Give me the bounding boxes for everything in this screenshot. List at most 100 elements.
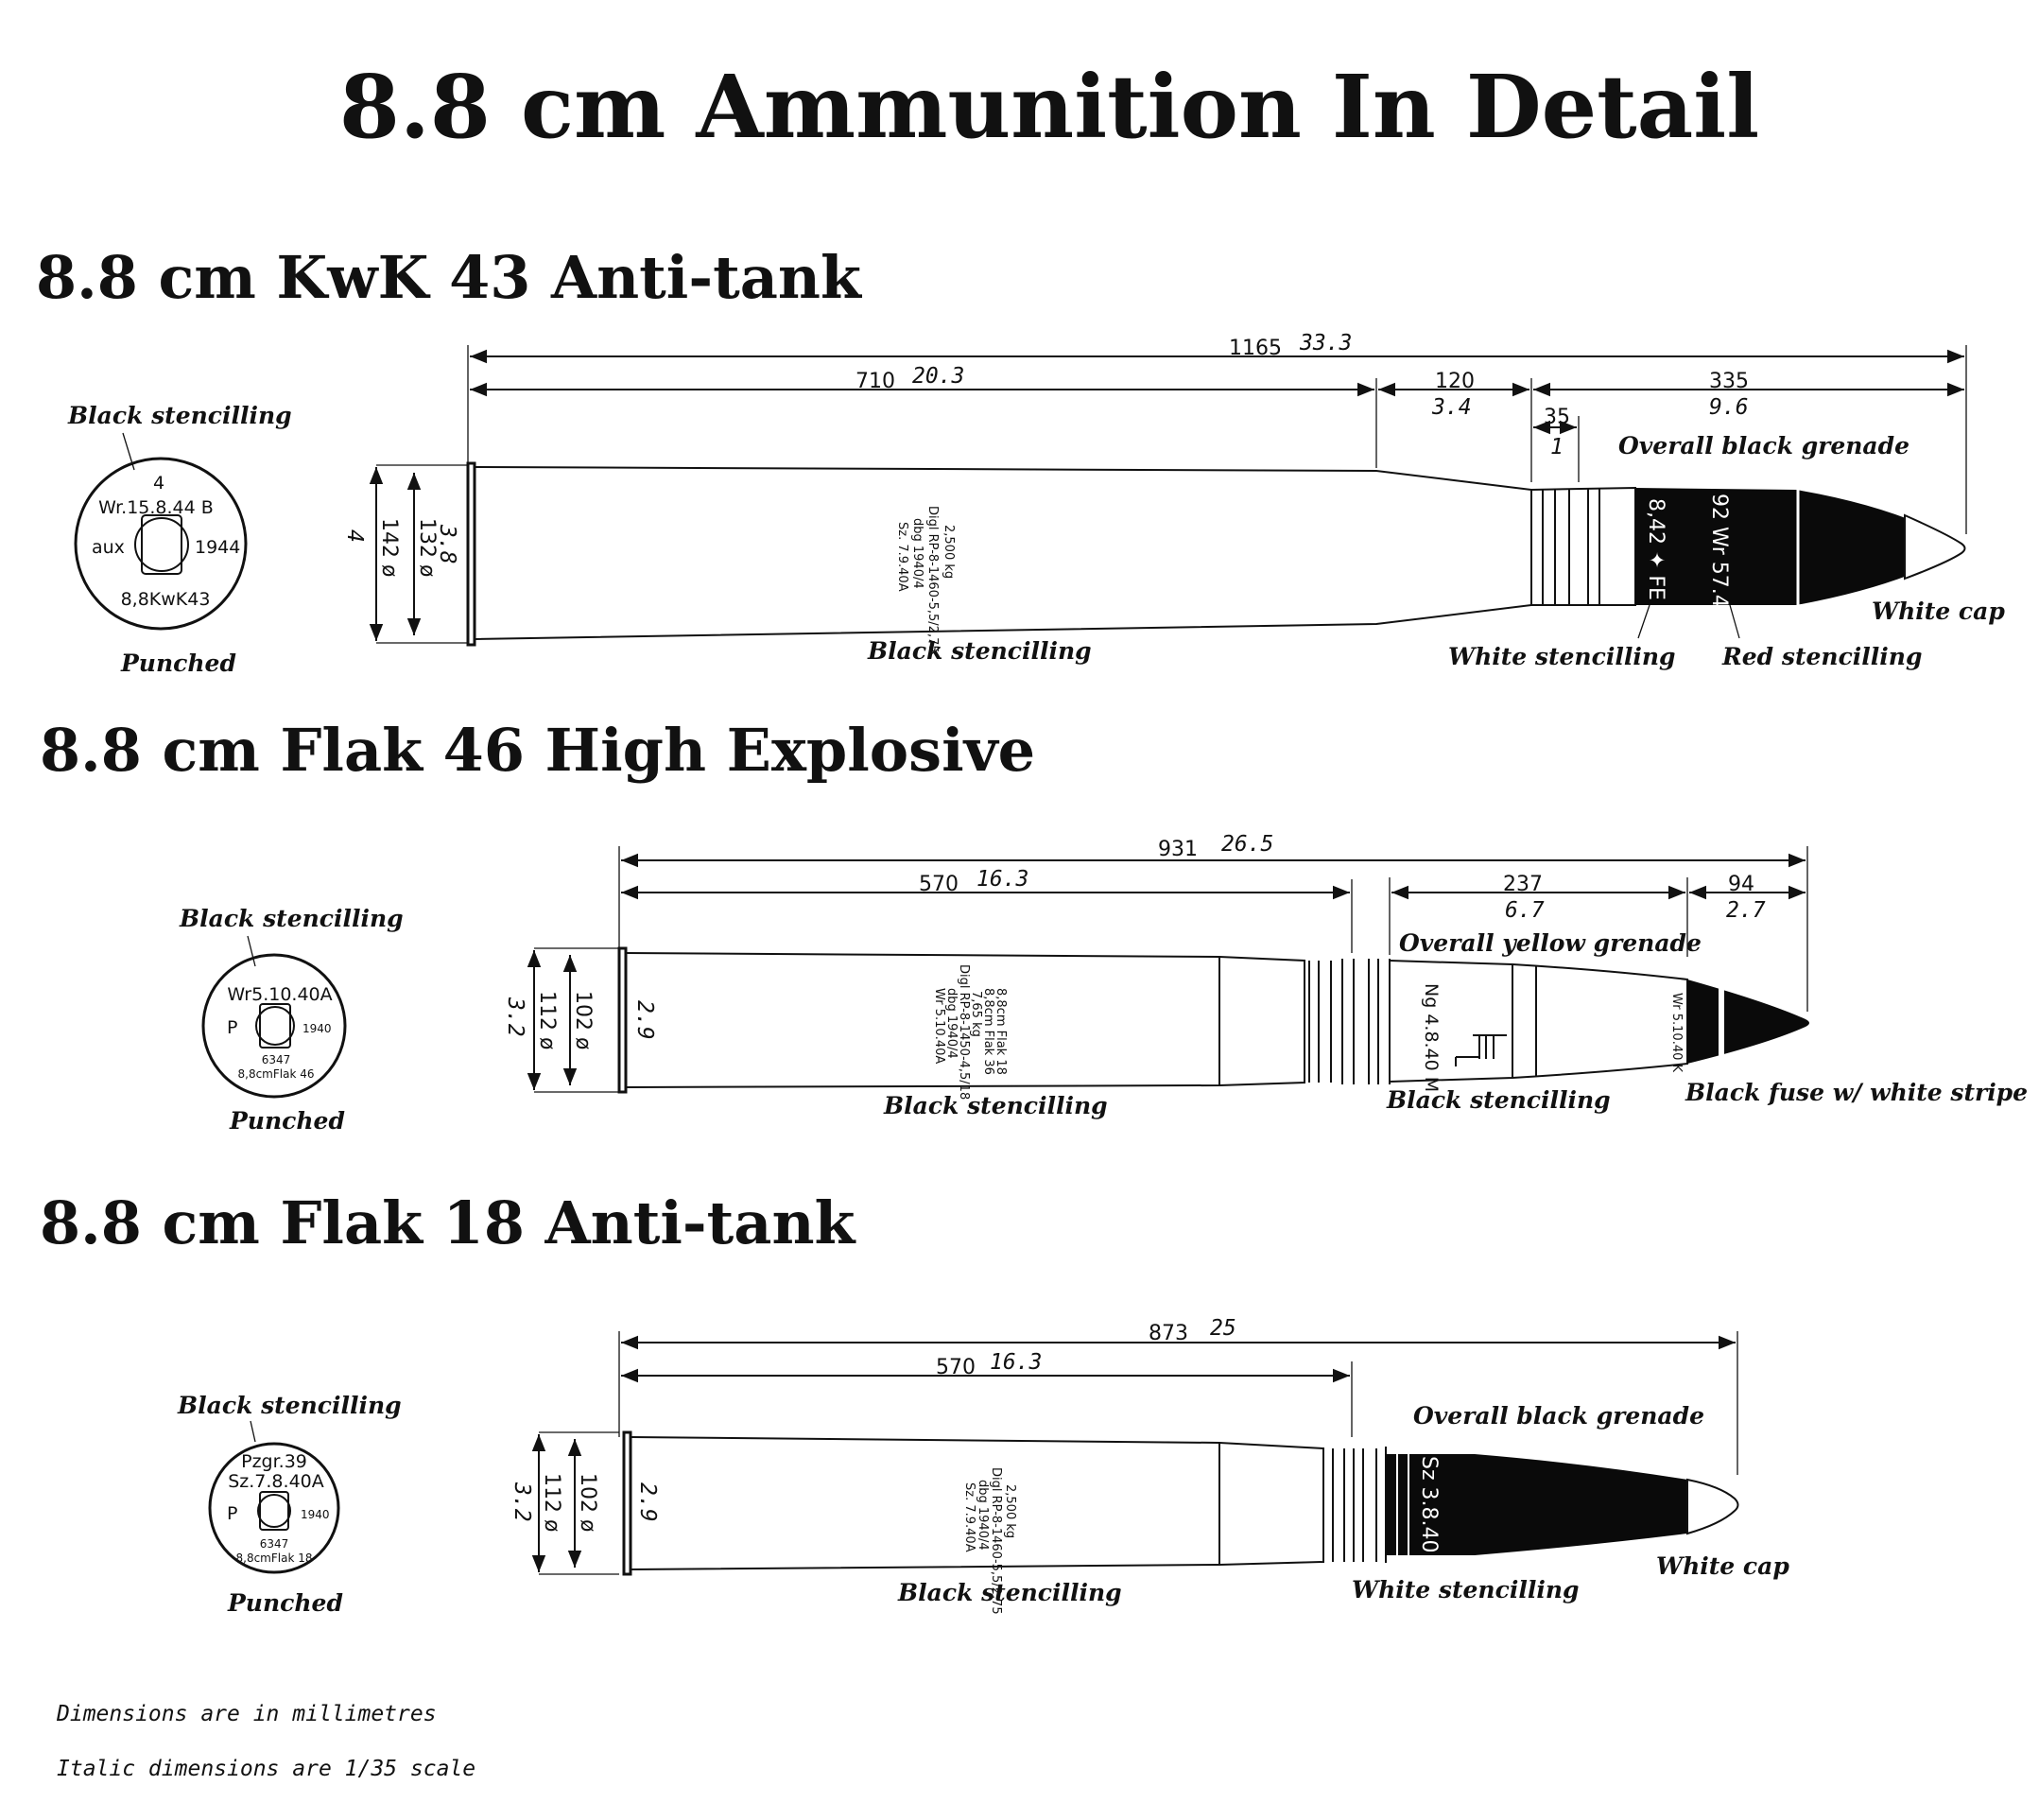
label-case-stencil: Black stencilling: [883, 1092, 1108, 1119]
dim-case-scale: 16.3: [976, 867, 1028, 892]
case-stencil: Digl RP-8-1460-5,5/2,75: [925, 506, 940, 653]
proj-stencil-white: Sz 3.8.40 FE: [1417, 1456, 1441, 1585]
label-head: Overall black grenade: [1413, 1402, 1704, 1430]
fuse-stencil: Wr 5.10.40 K: [1669, 993, 1684, 1072]
base-view: Black stencilling 4 Wr.15.8.44 B aux 194…: [67, 402, 292, 677]
label-cap: White cap: [1872, 598, 2005, 625]
base-marking: Wr.15.8.44 B: [98, 497, 214, 518]
dim-rim-scale: 3.2: [510, 1482, 534, 1522]
base-marking: Pzgr.39: [241, 1451, 307, 1472]
section-heading: 8.8 cm Flak 46 High Explosive: [40, 716, 1035, 785]
case-stencil: Wr 5.10.40A: [932, 988, 946, 1064]
proj-stencil-white: 8,42 ✦ FE: [1644, 498, 1667, 600]
base-stencil-label: Black stencilling: [67, 402, 292, 429]
shell-flak18: 8.8 cm Flak 18 Anti-tank Black stencilli…: [40, 1188, 1789, 1617]
dim-case-scale: 16.3: [990, 1350, 1042, 1375]
base-marking: 8,8cmFlak 46: [238, 1067, 315, 1081]
section-heading: 8.8 cm Flak 18 Anti-tank: [40, 1188, 857, 1257]
dim-overall: 873: [1149, 1322, 1188, 1345]
page-title: 8.8 cm Ammunition In Detail: [339, 56, 1759, 158]
dim-case-dia: 132 ø: [415, 518, 439, 577]
case-stencil: Digl RP-8-1460-5,5/2,75: [989, 1467, 1003, 1615]
dim-band-scale: 1: [1550, 435, 1564, 459]
dim-case-scale-dia: 2.9: [632, 1000, 657, 1040]
base-marking: 1940: [302, 1022, 332, 1035]
dim-band: 35: [1544, 406, 1570, 429]
base-stencil-label: Black stencilling: [179, 905, 404, 932]
label-white-stencil: White stencilling: [1352, 1576, 1579, 1603]
base-marking: P: [227, 1503, 237, 1524]
dim-overall-scale: 33.3: [1299, 331, 1352, 355]
dim-case: 570: [936, 1356, 976, 1379]
label-case-stencil: Black stencilling: [867, 637, 1092, 665]
dim-rim-dia: 112 ø: [535, 991, 559, 1049]
dim-rim-dia: 112 ø: [540, 1473, 563, 1532]
section-heading: 8.8 cm KwK 43 Anti-tank: [36, 243, 863, 312]
dim-case: 570: [919, 873, 959, 896]
dim-case-dia: 102 ø: [571, 991, 595, 1049]
base-marking: 6347: [260, 1537, 289, 1551]
dim-head: 335: [1709, 370, 1749, 393]
case-stencil: Digl RP-8-1450-4,5/18: [957, 964, 971, 1100]
base-marking: Wr5.10.40A: [227, 984, 332, 1005]
case-stencil: 8,8cm Flak 36: [981, 988, 995, 1075]
dim-overall: 931: [1158, 838, 1198, 861]
proj-stencil: Ng 4.8.40 M: [1421, 983, 1442, 1092]
shell-flak46: 8.8 cm Flak 46 High Explosive Black sten…: [40, 716, 2028, 1135]
label-grenade: Overall yellow grenade: [1399, 929, 1702, 957]
label-red-stencil: Red stencilling: [1721, 643, 1922, 670]
case-stencil: dbg 1940/4: [910, 518, 924, 589]
case-stencil: 2,500 kg: [1003, 1484, 1017, 1538]
punched-label: Punched: [229, 1107, 345, 1135]
base-marking: Sz.7.8.40A: [228, 1471, 324, 1492]
base-marking: 1940: [301, 1508, 330, 1521]
base-marking: 4: [153, 473, 164, 494]
dim-case-scale-dia: 2.9: [635, 1482, 660, 1522]
dim-head-scale: 9.6: [1709, 395, 1749, 420]
base-stencil-label: Black stencilling: [177, 1392, 402, 1419]
base-marking: aux: [92, 537, 125, 558]
dim-grenade: 237: [1503, 873, 1543, 896]
dim-neck: 120: [1435, 370, 1475, 393]
base-marking: P: [227, 1017, 237, 1038]
dim-fuse: 94: [1728, 873, 1754, 896]
base-marking: 8,8KwK43: [121, 589, 211, 610]
dim-case-dia: 102 ø: [576, 1473, 599, 1532]
dim-overall: 1165: [1229, 337, 1282, 360]
punched-label: Punched: [120, 650, 236, 677]
dim-case-scale: 20.3: [912, 364, 964, 389]
case-stencil: dbg 1940/4: [944, 988, 959, 1059]
base-view: Black stencilling Pzgr.39 Sz.7.8.40A P 1…: [177, 1392, 402, 1617]
case-stencil: 7,65 kg: [969, 991, 983, 1037]
case-stencil: 8,8cm Flak 18: [994, 988, 1008, 1075]
case-stencil: dbg 1940/4: [976, 1480, 990, 1551]
dim-grenade-scale: 6.7: [1505, 898, 1545, 923]
shell-kwk43: 8.8 cm KwK 43 Anti-tank Black stencillin…: [36, 243, 2005, 677]
punched-label: Punched: [227, 1589, 343, 1617]
proj-stencil-red: 92 Wr 57.44: [1707, 494, 1731, 621]
label-white-stencil: White stencilling: [1448, 643, 1675, 670]
note-dimensions: Dimensions are in millimetres: [56, 1702, 437, 1726]
dim-fuse-scale: 2.7: [1726, 898, 1766, 923]
case-stencil: 2,500 kg: [942, 525, 956, 579]
base-marking: 1944: [195, 537, 240, 558]
base-view: Black stencilling Wr5.10.40A P 1940 6347…: [179, 905, 404, 1135]
case-stencil: Sz. 7.9.40A: [962, 1482, 976, 1552]
dim-overall-scale: 26.5: [1221, 832, 1273, 857]
dim-rim-scale: 4: [342, 529, 367, 543]
note-scale: Italic dimensions are 1/35 scale: [57, 1757, 475, 1781]
label-proj-stencil: Black stencilling: [1386, 1086, 1611, 1114]
dim-rim-dia: 142 ø: [377, 518, 401, 577]
label-fuse: Black fuse w/ white stripe: [1685, 1079, 2028, 1106]
dim-overall-scale: 25: [1210, 1316, 1236, 1341]
dim-neck-scale: 3.4: [1431, 395, 1472, 420]
case-stencil: Sz. 7.9.40A: [895, 522, 909, 592]
base-marking: 6347: [262, 1053, 291, 1066]
dim-rim-scale: 3.2: [503, 997, 527, 1037]
label-cap: White cap: [1656, 1552, 1789, 1580]
dim-case-scale-dia: 3.8: [435, 524, 459, 564]
label-case-stencil: Black stencilling: [897, 1579, 1122, 1606]
label-head: Overall black grenade: [1618, 432, 1909, 459]
dim-case: 710: [855, 370, 895, 393]
